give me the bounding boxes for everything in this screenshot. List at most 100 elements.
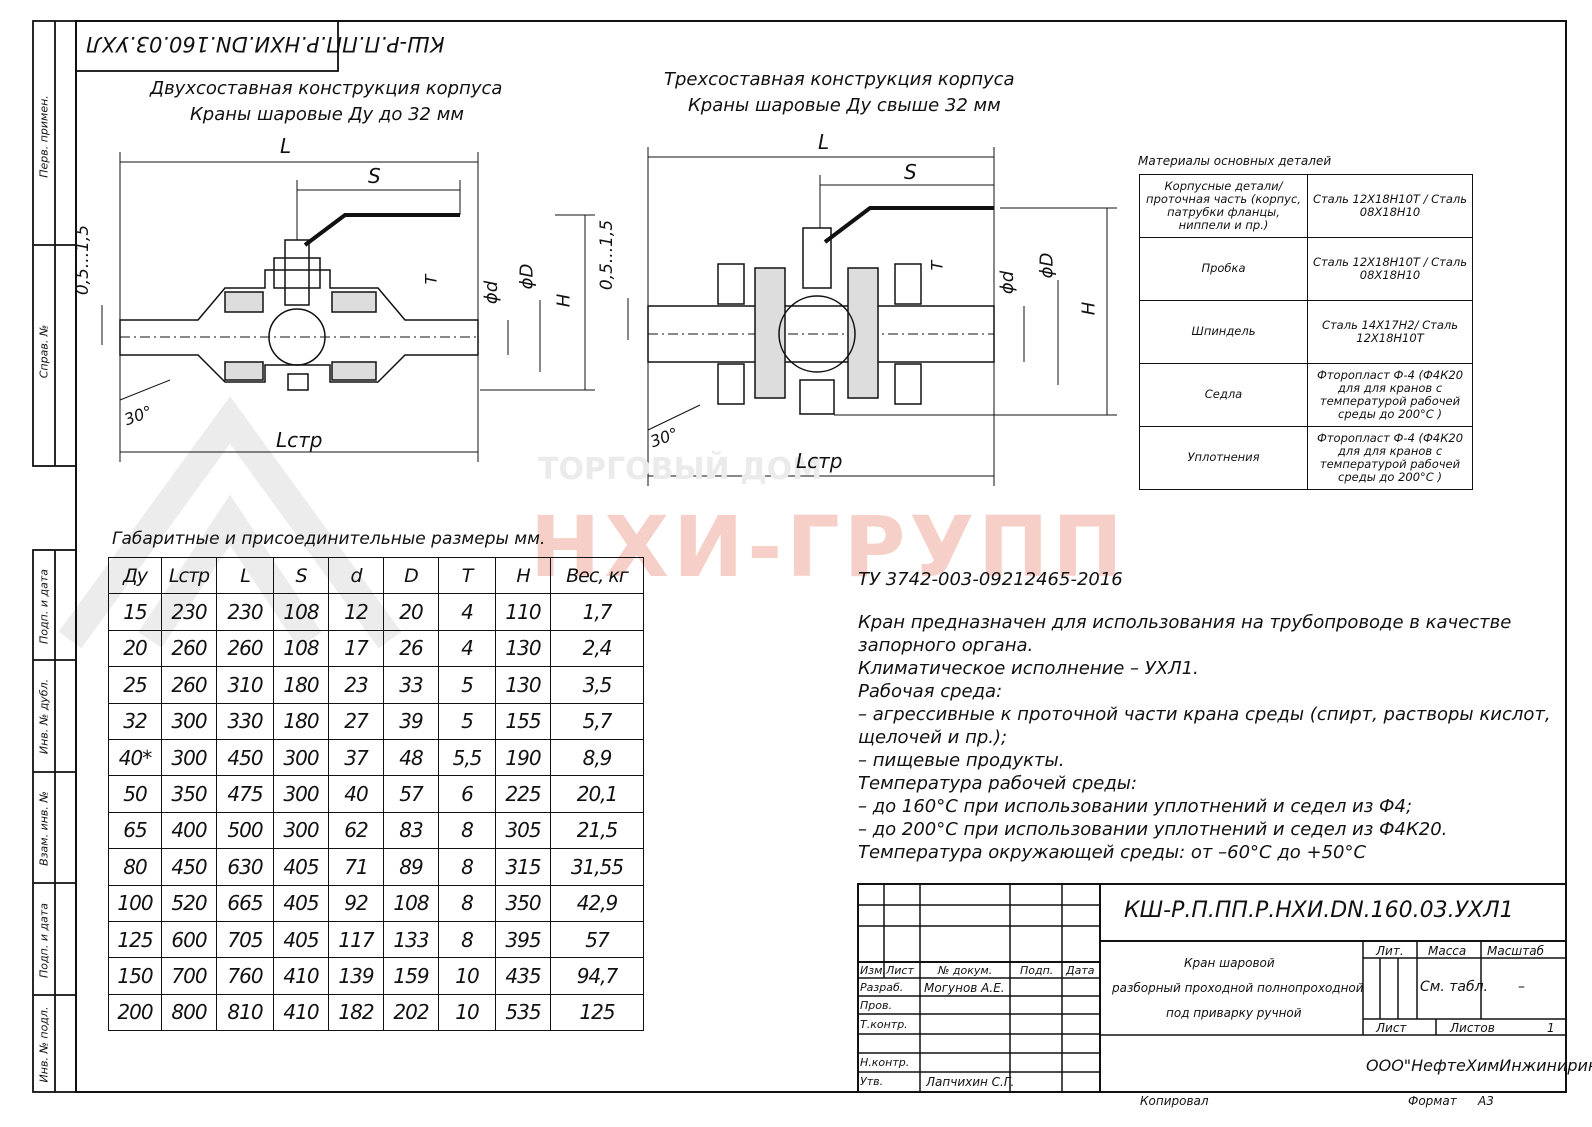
material-name: Уплотнения bbox=[1139, 426, 1308, 490]
table-cell: 3,5 bbox=[550, 666, 644, 704]
tb-listov: Листов bbox=[1450, 1021, 1495, 1035]
watermark-subtitle: ТОРГОВЫЙ ДОМ bbox=[538, 452, 823, 487]
tb-format-value: А3 bbox=[1478, 1094, 1494, 1108]
tb-prov: Пров. bbox=[860, 999, 892, 1012]
col-header: S bbox=[273, 556, 329, 595]
table-cell: 12 bbox=[328, 593, 384, 631]
note-line: Температура рабочей среды: bbox=[858, 773, 1138, 794]
note-line: – до 160°С при использовании уплотнений … bbox=[858, 796, 1413, 817]
material-name: Корпусные детали/ проточная часть (корпу… bbox=[1139, 174, 1308, 238]
material-value: Сталь 12Х18Н10Т / Сталь 08Х18Н10 bbox=[1307, 174, 1473, 238]
col-header: d bbox=[328, 556, 384, 595]
table-cell: 260 bbox=[216, 629, 274, 668]
table-cell: 117 bbox=[328, 920, 384, 959]
table-cell: 25 bbox=[108, 666, 162, 704]
table-cell: 5 bbox=[438, 666, 496, 704]
dim-left-T: T bbox=[421, 274, 441, 285]
tb-tkontr: Т.контр. bbox=[860, 1018, 908, 1031]
tb-name-2: разборный проходной полнопроходной bbox=[1112, 981, 1364, 995]
table-cell: 108 bbox=[273, 593, 329, 631]
table-cell: 200 bbox=[108, 993, 162, 1032]
table-cell: 62 bbox=[328, 811, 384, 850]
table-cell: 1,7 bbox=[550, 593, 644, 631]
table-cell: 350 bbox=[495, 884, 551, 922]
table-cell: 182 bbox=[328, 993, 384, 1032]
table-cell: 57 bbox=[550, 920, 644, 959]
table-cell: 159 bbox=[383, 957, 439, 995]
table-cell: 410 bbox=[273, 993, 329, 1032]
table-cell: 17 bbox=[328, 629, 384, 668]
table-cell: 600 bbox=[161, 920, 217, 959]
materials-caption: Материалы основных деталей bbox=[1138, 154, 1332, 168]
material-value: Фторопласт Ф-4 (Ф4К20 для для кранов с т… bbox=[1307, 426, 1473, 490]
table-cell: 410 bbox=[273, 957, 329, 995]
table-cell: 800 bbox=[161, 993, 217, 1032]
tb-name-3: под приварку ручной bbox=[1166, 1006, 1302, 1020]
view-right-subtitle: Краны шаровые Ду свыше 32 мм bbox=[688, 95, 1001, 116]
material-name: Седла bbox=[1139, 363, 1308, 427]
dim-right-T: T bbox=[927, 260, 947, 271]
tb-utv: Утв. bbox=[860, 1075, 884, 1088]
table-cell: 33 bbox=[383, 666, 439, 704]
table-cell: 21,5 bbox=[550, 811, 644, 850]
dim-right-gap: 0,5...1,5 bbox=[597, 219, 618, 291]
table-cell: 139 bbox=[328, 957, 384, 995]
table-cell: 202 bbox=[383, 993, 439, 1032]
table-cell: 83 bbox=[383, 811, 439, 850]
material-name: Пробка bbox=[1139, 237, 1308, 301]
tb-col-list: Лист bbox=[886, 964, 914, 977]
col-header: Lстр bbox=[161, 556, 217, 595]
note-line: Климатическое исполнение – УХЛ1. bbox=[858, 658, 1199, 679]
tb-massa: Масса bbox=[1428, 944, 1467, 958]
note-line: – пищевые продукты. bbox=[858, 750, 1065, 771]
tb-col-izm: Изм. bbox=[860, 964, 886, 977]
stamp-code: КШ-Р.П.ПП.Р.НХИ.DN.160.03.УХЛ bbox=[86, 32, 445, 56]
dim-right-H: H bbox=[1078, 301, 1100, 316]
tu-code: ТУ 3742-003-09212465-2016 bbox=[858, 569, 1123, 590]
materials-table: Корпусные детали/ проточная часть (корпу… bbox=[1139, 174, 1473, 490]
sidebar-inv-dubl: Инв. № дубл. bbox=[37, 678, 51, 755]
dim-left-D: ϕD bbox=[516, 263, 538, 290]
view-left-subtitle: Краны шаровые Ду до 32 мм bbox=[190, 104, 464, 125]
table-cell: 92 bbox=[328, 884, 384, 922]
table-cell: 15 bbox=[108, 593, 162, 631]
col-header: H bbox=[495, 556, 551, 595]
table-cell: 39 bbox=[383, 702, 439, 740]
table-cell: 405 bbox=[273, 848, 329, 886]
table-cell: 50 bbox=[108, 775, 162, 813]
material-value: Сталь 14Х17Н2/ Сталь 12Х18Н10Т bbox=[1307, 300, 1473, 364]
table-cell: 230 bbox=[161, 593, 217, 631]
table-cell: 71 bbox=[328, 848, 384, 886]
tb-format: Формат bbox=[1408, 1094, 1457, 1108]
sidebar-frame bbox=[32, 20, 77, 1093]
table-cell: 125 bbox=[550, 993, 644, 1032]
material-value: Сталь 12Х18Н10Т / Сталь 08Х18Н10 bbox=[1307, 237, 1473, 301]
tb-col-podp: Подп. bbox=[1020, 964, 1054, 977]
table-cell: 400 bbox=[161, 811, 217, 850]
table-cell: 100 bbox=[108, 884, 162, 922]
table-cell: 180 bbox=[273, 702, 329, 740]
col-header: T bbox=[438, 556, 496, 595]
table-cell: 80 bbox=[108, 848, 162, 886]
table-cell: 305 bbox=[495, 811, 551, 850]
sidebar-podp-data-1: Подп. и дата bbox=[37, 569, 51, 644]
sidebar-inv-podl: Инв. № подл. bbox=[37, 1006, 51, 1083]
table-cell: 8 bbox=[438, 920, 496, 959]
table-cell: 40 bbox=[328, 775, 384, 813]
table-cell: 665 bbox=[216, 884, 274, 922]
tb-listov-value: 1 bbox=[1547, 1021, 1555, 1035]
table-cell: 760 bbox=[216, 957, 274, 995]
dim-left-L: L bbox=[280, 134, 292, 158]
note-line: Температура окружающей среды: от –60°С д… bbox=[858, 842, 1367, 863]
table-cell: 10 bbox=[438, 993, 496, 1032]
dim-right-Lstr: Lстр bbox=[796, 449, 843, 473]
